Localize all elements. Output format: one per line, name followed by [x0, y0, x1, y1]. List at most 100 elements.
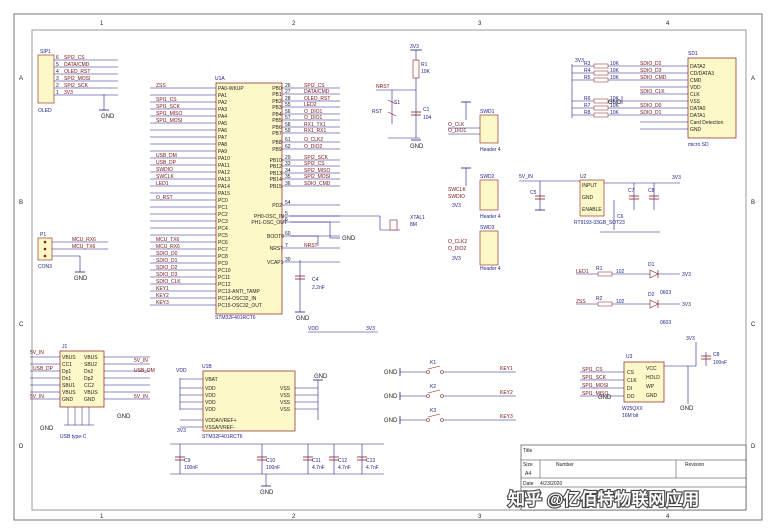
border-row-left: B [19, 200, 23, 206]
usb-net-vin-r: 5V_IN [134, 358, 148, 364]
mcu-left-pin: PC14-OSC32_IN [218, 296, 257, 302]
ldo-c7: C7 [628, 188, 635, 194]
usb-left-pin: VBUS [62, 355, 76, 361]
sip-pin-num: 2 [56, 83, 59, 89]
led-r-ref: R2 [596, 296, 603, 302]
power-cap-ref: C13 [366, 458, 375, 464]
mcu-name: STM32F401RCT6 [215, 315, 256, 321]
led-r-ref: R1 [596, 266, 603, 272]
mcu-left-pin: PA2 [218, 100, 227, 106]
mcu-right-net: NRST [304, 243, 318, 249]
swd2-net-0: SWCLK [448, 187, 466, 193]
sd-pin-net: SDIO_D0 [640, 103, 662, 109]
power-left-pin: VDD [205, 393, 216, 399]
mcu-right-pin: PB7 [272, 131, 282, 137]
mcu-right-pin: PB14 [270, 177, 282, 183]
sd-res-ref: R5 [584, 75, 591, 81]
power-cap-val: 4.7nF [312, 465, 325, 471]
key-lever [427, 389, 441, 394]
power-v33: 3V3 [177, 428, 186, 434]
usb-right-pin: Dn2 [84, 369, 93, 375]
mcu-left-pin: PA0-WKUP [218, 86, 244, 92]
led-net: LED1 [576, 269, 589, 275]
svg-text:GND: GND [40, 426, 54, 432]
border-col-bottom: 2 [292, 514, 296, 520]
usb-net-dm: USB_DM [134, 368, 155, 374]
svg-text:GND: GND [410, 144, 424, 150]
mcu-right-net: RX1_RX1 [304, 128, 326, 134]
mcu-left-pin: PC13-ANTI_TAMP [218, 289, 261, 295]
mcu-power-u1b: VDD U1B VBATVDDVDDVDDVDDVDDA/VREF+VSSA/V… [170, 326, 384, 496]
sd-res-val: 10K [610, 75, 620, 81]
mcu-left-pin: PA9 [218, 149, 227, 155]
crystal-circuit: XTAL1 8M GND C4 2.2nF GND [290, 215, 425, 322]
usb-net-dp: USB_DP [33, 366, 54, 372]
mcu-left-pin: PC3 [218, 219, 228, 225]
tb-size: A4 [525, 471, 531, 477]
mcu-left-pin: PA3 [218, 107, 227, 113]
mcu-right-num: 62 [285, 144, 291, 150]
p1-name: CON3 [38, 264, 52, 270]
mcu-right-pin: PB1 [272, 92, 282, 98]
mcu-right-num: 5 [285, 211, 288, 217]
svg-text:GND: GND [680, 406, 694, 412]
flash-left-pin: CLK [627, 378, 637, 384]
border-row-left: A [19, 76, 23, 82]
key-net: KEY3 [500, 414, 513, 420]
spi-flash: U3 CSSPI1_CSCLKSPI1_SCKDISPI1_MOSIDOSPI1… [580, 336, 727, 419]
mcu-right-num: 30 [285, 257, 291, 263]
border-col-top: 4 [666, 21, 670, 27]
border-row-left: D [19, 444, 24, 450]
mcu-right-num: 6 [285, 217, 288, 223]
mcu-right-num: 61 [285, 137, 291, 143]
mcu-left-net: LED1 [156, 181, 169, 187]
mcu-right-num: 34 [285, 168, 291, 174]
power-cap-val: 100nF [266, 465, 280, 471]
mcu-left-pin: PC4 [218, 226, 228, 232]
mcu-left-pin: PC1 [218, 205, 228, 211]
key-contact [440, 394, 444, 398]
key-net: KEY1 [500, 366, 513, 372]
flash-c-val: 100nF [713, 360, 727, 366]
ldo-c8: C8 [648, 188, 655, 194]
sip-pin-net: 3V3 [64, 90, 73, 96]
reset-sw-label: RST [372, 109, 382, 115]
reset-vcc: 3V3 [410, 44, 419, 50]
mcu-right-pin: PB13 [270, 171, 282, 177]
border-row-right: B [751, 200, 755, 206]
p1-net-tx: MCU_TX6 [72, 244, 96, 250]
reset-r: R1 [421, 62, 428, 68]
sd-res-val: 10K [610, 96, 620, 102]
svg-text:GND: GND [608, 100, 622, 106]
p1-net-rx: MCU_RX6 [72, 237, 96, 243]
sd-pin: VDD [690, 85, 701, 91]
mcu-left-net: O_RST [156, 195, 173, 201]
usb-right-pin: SBU2 [84, 362, 97, 368]
title-block: Title Size A4 Number Revision Date 4/23/… [520, 444, 747, 511]
mcu-left-pin: PC11 [218, 275, 230, 281]
flash-right-pin: HOLD [646, 375, 660, 381]
svg-text:GND: GND [260, 490, 274, 496]
usb-typec: J1 VBUSCC1Dp1Dn1SBU1VBUSGNDVBUSSBU2Dn2Dp… [30, 344, 155, 440]
key-gnd-label: GND [384, 418, 398, 424]
svg-text:GND: GND [598, 395, 612, 401]
key-net: KEY2 [500, 390, 513, 396]
power-cap-val: 100nF [184, 465, 198, 471]
mcu-left-pin: PC8 [218, 254, 228, 260]
sd-pin: CLK [690, 92, 700, 98]
mcu-right-num: 35 [285, 174, 291, 180]
svg-text:GND: GND [117, 414, 131, 420]
sd-pin: CMD [690, 78, 702, 84]
mcu-right-pin: BOOT0 [267, 234, 284, 240]
sd-resistor [593, 77, 609, 83]
ldo-regulator: 5V_IN U2 INPUT GND ENABLE RT9193-33GB_SO… [519, 174, 681, 233]
power-left-pin: VSSA/VREF- [205, 425, 235, 431]
tb-size-label: Size [523, 462, 533, 468]
mcu-left-net: SWDIO [156, 167, 173, 173]
flash-c: C8 [713, 352, 720, 358]
ldo-pin-in: INPUT [582, 183, 597, 189]
mcu-right-net: O_CLK2 [304, 137, 323, 143]
flash-right-pin: WP [646, 384, 655, 390]
